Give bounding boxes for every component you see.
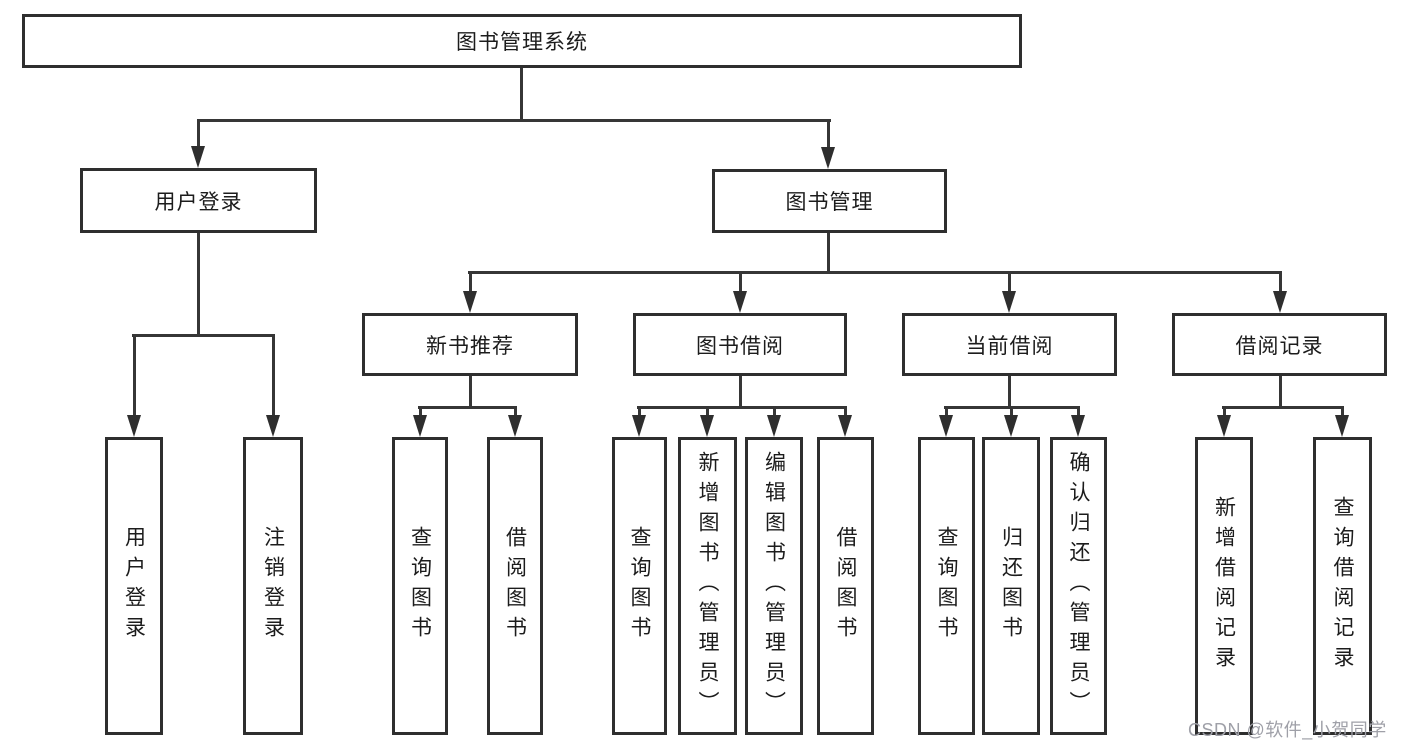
connector-hline	[418, 406, 517, 409]
leaf-query-books-current: 查询图书	[918, 437, 975, 735]
connector-hline	[637, 406, 847, 409]
node-new-book-recommend: 新书推荐	[362, 313, 578, 376]
arrow-down-icon	[1004, 415, 1018, 437]
leaf-add-book-admin: 新增图书（管理员）	[678, 437, 737, 735]
connector-vline	[469, 271, 472, 292]
connector-vline	[514, 406, 517, 416]
connector-vline	[197, 233, 200, 336]
connector-vline	[1008, 271, 1011, 292]
arrow-down-icon	[821, 147, 835, 169]
arrow-down-icon	[733, 291, 747, 313]
connector-vline	[739, 376, 742, 408]
connector-vline	[469, 376, 472, 408]
connector-vline	[1279, 271, 1282, 292]
arrow-down-icon	[1071, 415, 1085, 437]
node-current-borrowing: 当前借阅	[902, 313, 1117, 376]
leaf-logout: 注销登录	[243, 437, 303, 735]
arrow-down-icon	[463, 291, 477, 313]
arrow-down-icon	[939, 415, 953, 437]
connector-vline	[706, 406, 709, 416]
leaf-add-borrow-record: 新增借阅记录	[1195, 437, 1253, 735]
connector-hline	[132, 334, 275, 337]
connector-hline	[1222, 406, 1344, 409]
connector-vline	[638, 406, 641, 416]
arrow-down-icon	[413, 415, 427, 437]
arrow-down-icon	[266, 415, 280, 437]
arrow-down-icon	[191, 146, 205, 168]
connector-vline	[1010, 406, 1013, 416]
connector-vline	[419, 406, 422, 416]
node-book-management: 图书管理	[712, 169, 947, 233]
arrow-down-icon	[1217, 415, 1231, 437]
leaf-borrow-books-recommend: 借阅图书	[487, 437, 543, 735]
connector-vline	[133, 334, 136, 416]
arrow-down-icon	[1273, 291, 1287, 313]
arrow-down-icon	[632, 415, 646, 437]
connector-vline	[520, 68, 523, 121]
arrow-down-icon	[508, 415, 522, 437]
leaf-query-books-recommend: 查询图书	[392, 437, 448, 735]
leaf-user-login: 用户登录	[105, 437, 163, 735]
node-root-library-system: 图书管理系统	[22, 14, 1022, 68]
leaf-query-books-borrowing: 查询图书	[612, 437, 667, 735]
node-user-login: 用户登录	[80, 168, 317, 233]
connector-vline	[945, 406, 948, 416]
connector-hline	[197, 119, 831, 122]
connector-vline	[827, 233, 830, 273]
leaf-edit-book-admin: 编辑图书（管理员）	[745, 437, 803, 735]
leaf-return-book: 归还图书	[982, 437, 1040, 735]
leaf-borrow-books-borrowing: 借阅图书	[817, 437, 874, 735]
connector-vline	[1279, 376, 1282, 408]
arrow-down-icon	[700, 415, 714, 437]
connector-vline	[272, 334, 275, 416]
watermark: CSDN @软件_小贺同学	[1188, 720, 1387, 740]
arrow-down-icon	[1002, 291, 1016, 313]
connector-vline	[1008, 376, 1011, 408]
connector-vline	[197, 119, 200, 147]
leaf-confirm-return-admin: 确认归还（管理员）	[1050, 437, 1107, 735]
connector-vline	[1341, 406, 1344, 416]
connector-vline	[1077, 406, 1080, 416]
leaf-query-borrow-record: 查询借阅记录	[1313, 437, 1372, 735]
connector-vline	[1223, 406, 1226, 416]
connector-vline	[773, 406, 776, 416]
arrow-down-icon	[767, 415, 781, 437]
connector-vline	[827, 119, 830, 148]
arrow-down-icon	[127, 415, 141, 437]
node-borrowing-records: 借阅记录	[1172, 313, 1387, 376]
connector-vline	[844, 406, 847, 416]
arrow-down-icon	[1335, 415, 1349, 437]
connector-vline	[739, 271, 742, 292]
connector-hline	[468, 271, 1281, 274]
node-book-borrowing: 图书借阅	[633, 313, 847, 376]
arrow-down-icon	[838, 415, 852, 437]
